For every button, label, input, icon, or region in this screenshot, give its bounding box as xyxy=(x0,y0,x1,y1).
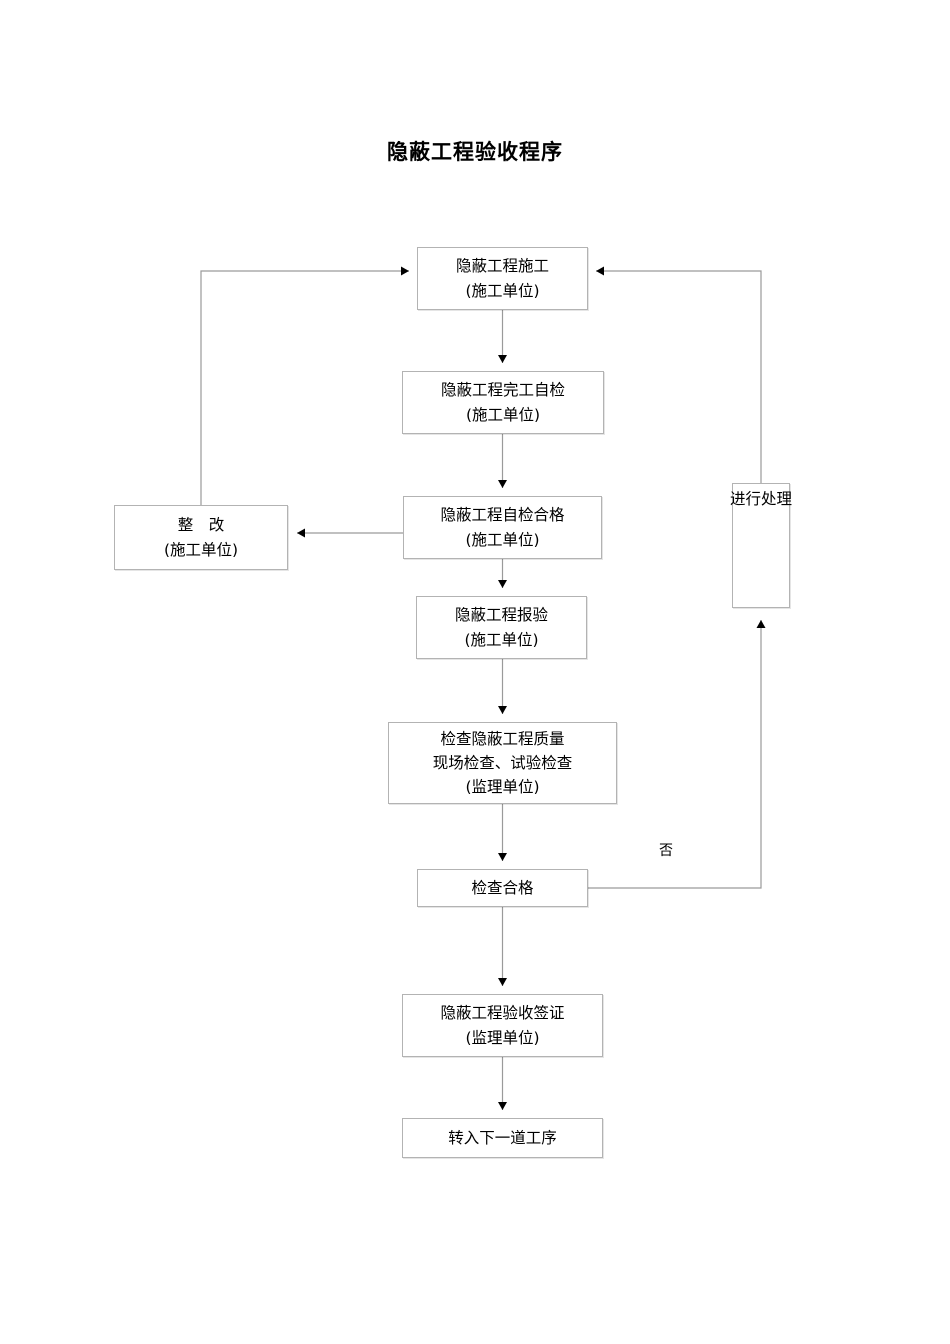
node-line: (施工单位) xyxy=(163,540,239,559)
node-line: 转入下一道工序 xyxy=(448,1128,557,1147)
edge-handling-to-construction xyxy=(596,266,762,483)
node-line: 隐蔽工程报验 xyxy=(454,606,548,625)
node-line: (监理单位) xyxy=(465,778,540,796)
node-line: (施工单位) xyxy=(465,281,540,300)
node-line: (施工单位) xyxy=(465,530,540,549)
node-line: 现场检查、试验检查 xyxy=(432,753,573,772)
node-rectification[interactable]: 整 改 (施工单位) xyxy=(114,505,288,570)
node-line: (监理单位) xyxy=(465,1028,540,1047)
node-line: 隐蔽工程自检合格 xyxy=(440,506,565,525)
node-line: 隐蔽工程验收签证 xyxy=(440,1004,565,1023)
node-acceptance-certification[interactable]: 隐蔽工程验收签证 (监理单位) xyxy=(402,994,603,1057)
node-line: 进行处理 xyxy=(730,490,793,508)
node-hidden-works-construction[interactable]: 隐蔽工程施工 (施工单位) xyxy=(417,247,588,310)
node-self-inspection-qualified[interactable]: 隐蔽工程自检合格 (施工单位) xyxy=(403,496,602,559)
node-transfer-to-next-process[interactable]: 转入下一道工序 xyxy=(402,1118,603,1158)
node-quality-inspection[interactable]: 检查隐蔽工程质量 现场检查、试验检查 (监理单位) xyxy=(388,722,617,804)
node-line: (施工单位) xyxy=(465,405,541,424)
node-line: 隐蔽工程施工 xyxy=(455,257,549,276)
node-line: 检查合格 xyxy=(471,878,534,897)
node-submit-for-inspection[interactable]: 隐蔽工程报验 (施工单位) xyxy=(416,596,587,659)
node-completion-self-inspection[interactable]: 隐蔽工程完工自检 (施工单位) xyxy=(402,371,604,434)
edge-rectification-to-construction xyxy=(200,266,409,505)
page-title: 隐蔽工程验收程序 xyxy=(387,140,563,164)
node-process-handling[interactable]: 进行处理 xyxy=(730,483,793,608)
node-line: 隐蔽工程完工自检 xyxy=(440,381,565,400)
node-line: (施工单位) xyxy=(464,630,539,649)
node-inspection-qualified-decision[interactable]: 检查合格 xyxy=(417,869,588,907)
node-line: 整 改 xyxy=(177,516,225,535)
branch-label-no: 否 xyxy=(659,843,673,859)
node-line: 检查隐蔽工程质量 xyxy=(440,729,565,748)
